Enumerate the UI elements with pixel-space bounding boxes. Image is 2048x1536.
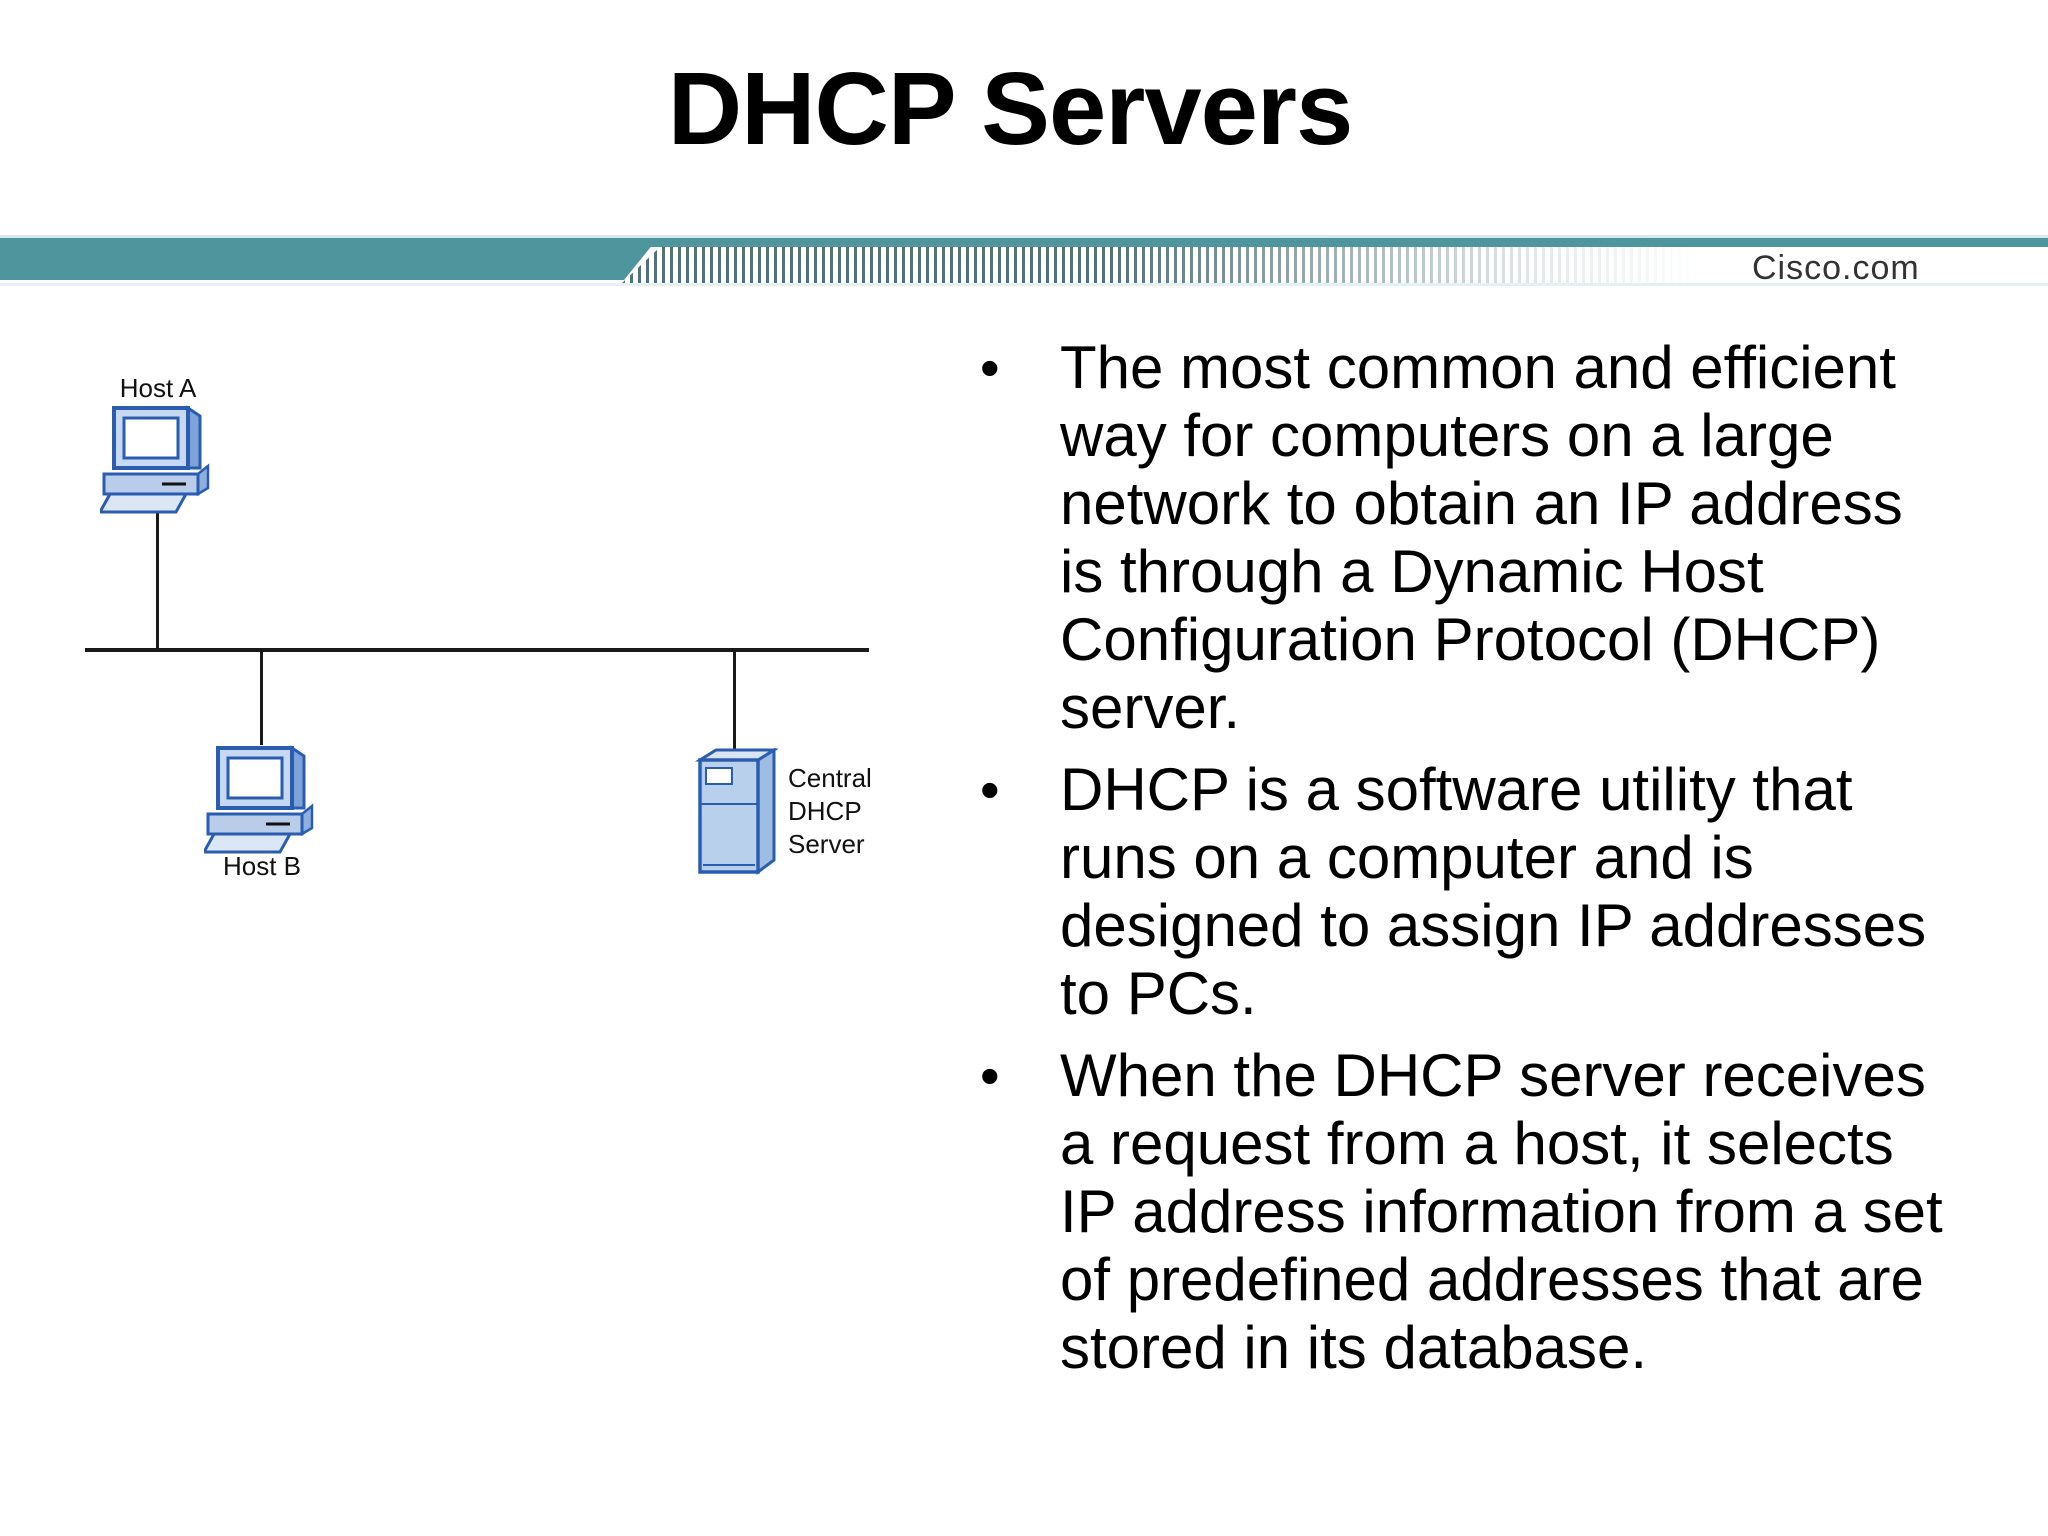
server-link-line [733, 650, 736, 752]
host-a-label: Host A [119, 373, 197, 403]
slide-title: DHCP Servers [667, 51, 1354, 166]
cisco-brand-label: Cisco.com [1752, 249, 1920, 287]
bullet-item: • When the DHCP server receives a reques… [980, 1042, 2010, 1382]
bullet-text: When the DHCP server receives a request … [1060, 1042, 1943, 1381]
bullet-dot-icon: • [980, 758, 1000, 821]
banner-solid-bar [0, 238, 658, 280]
host-b-link-line [260, 650, 263, 745]
host-b-computer-icon [204, 745, 314, 854]
host-b-label: Host B [222, 851, 302, 881]
bullet-dot-icon: • [980, 1044, 1000, 1107]
bullet-dot-icon: • [980, 336, 1000, 399]
banner-highlight-top [0, 235, 2048, 238]
bullet-text: DHCP is a software utility that runs on … [1060, 756, 1927, 1027]
banner-teal-line [0, 238, 2048, 247]
host-a-link-line [156, 512, 159, 650]
bullet-item: • DHCP is a software utility that runs o… [980, 756, 2010, 1028]
banner-stripes [622, 247, 1704, 283]
banner-highlight-bottom [0, 283, 2048, 286]
bullet-text: The most common and efficient way for co… [1060, 334, 1903, 741]
host-a-computer-icon [100, 405, 210, 514]
bus-line [85, 648, 869, 652]
bullet-item: • The most common and efficient way for … [980, 334, 2010, 742]
dhcp-server-label: Central DHCP Server [788, 763, 872, 859]
dhcp-server-icon [694, 748, 778, 875]
bullet-list: • The most common and efficient way for … [980, 334, 2010, 1396]
